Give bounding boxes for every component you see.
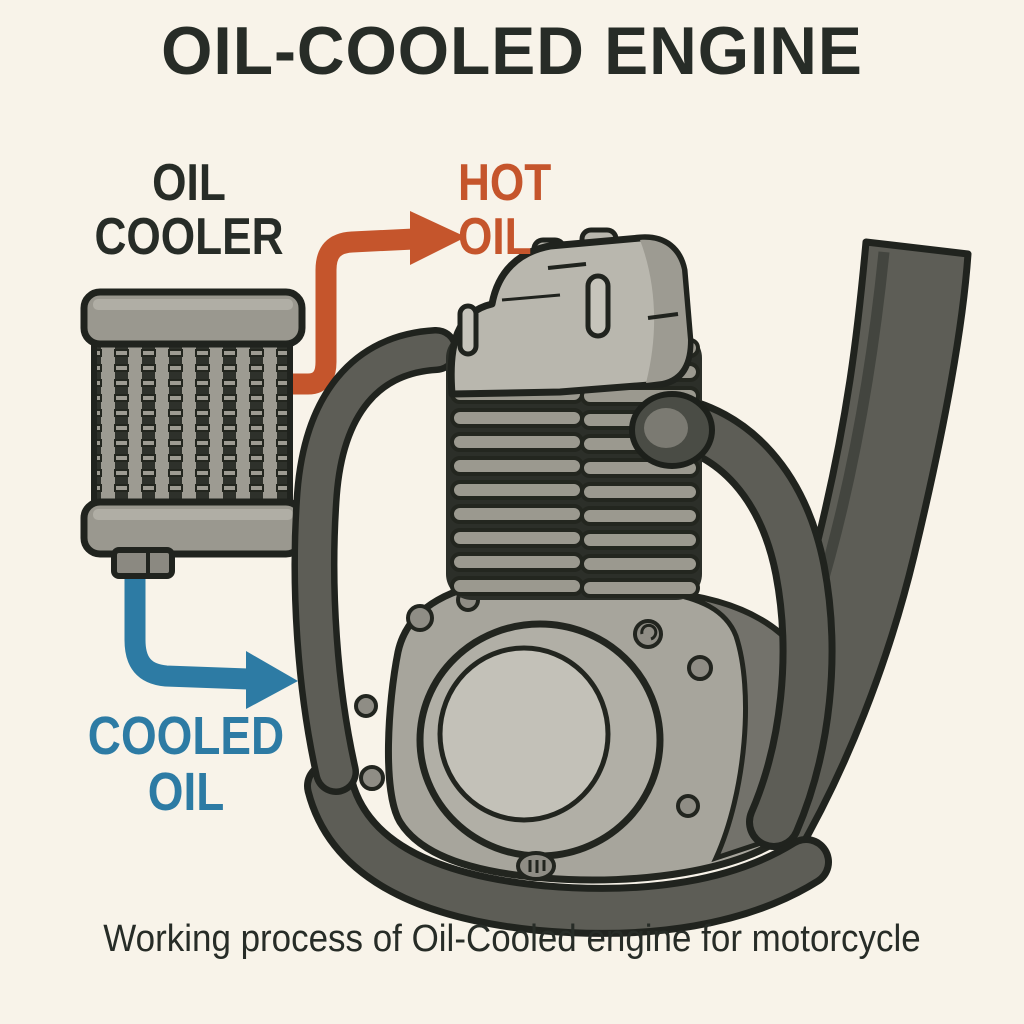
hot-oil-pipe-arrow (281, 211, 466, 395)
head-stud (585, 273, 611, 339)
crankcase (354, 576, 822, 884)
oil-cooler-label: OIL COOLER (94, 154, 284, 267)
bolt (676, 794, 700, 818)
front-downtube (291, 327, 459, 795)
cooled-oil-label: COOLED OIL (87, 706, 285, 823)
hot-oil-arrowhead (410, 211, 466, 265)
bolt (359, 765, 385, 791)
cooled-oil-arrowhead (246, 651, 298, 709)
caption: Working process of Oil-Cooled engine for… (103, 918, 921, 960)
motorcycle-engine (291, 227, 836, 937)
head-stud (457, 303, 479, 357)
cooled-oil-pipe-arrow (124, 557, 298, 709)
oil-cooler-radiator (80, 288, 306, 579)
exhaust-port (629, 391, 715, 469)
hot-oil-label: HOT OIL (458, 154, 552, 267)
bolt (354, 694, 378, 718)
bolt (687, 655, 713, 681)
cylinder-head (447, 227, 694, 398)
bolt (406, 604, 434, 632)
cylinder-fins (446, 332, 702, 600)
cooler-outlet (111, 547, 175, 579)
right-frame-loop (636, 392, 836, 850)
bottom-frame-rail (304, 760, 832, 937)
page-title: OIL-COOLED ENGINE (161, 13, 863, 89)
